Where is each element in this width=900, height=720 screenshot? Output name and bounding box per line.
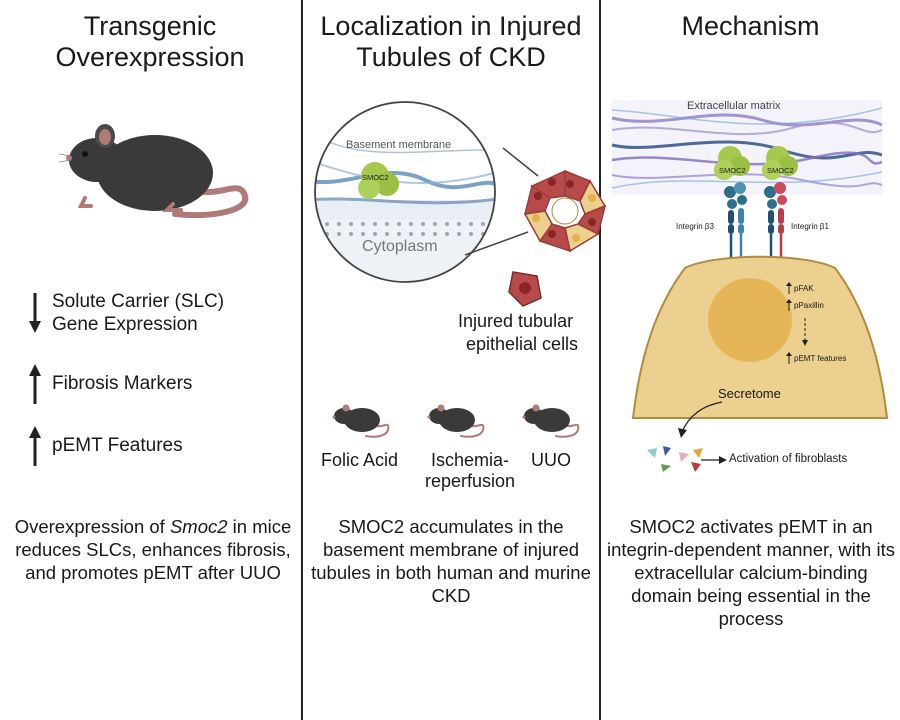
- smoc2-protein-icon: [714, 146, 798, 180]
- signal-pfak-label: pFAK: [794, 283, 814, 293]
- arrow-up-icon: [29, 364, 41, 404]
- signal-pemt: pEMT features: [786, 352, 846, 364]
- dashed-arrow-icon: [802, 318, 808, 346]
- effect-slc: Solute Carrier (SLC) Gene Expression: [28, 290, 224, 336]
- smoc2-label-zoom: SMOC2: [362, 173, 389, 182]
- column2-title-line1: Localization in Injured: [320, 11, 582, 41]
- effect-pemt: pEMT Features: [28, 426, 183, 466]
- secretome-label: Secretome: [718, 386, 781, 401]
- caption-pre: Overexpression of: [14, 516, 170, 537]
- column2-caption: SMOC2 accumulates in the basement membra…: [311, 516, 591, 606]
- arrow-up-icon: [786, 282, 792, 294]
- column1-title-line1: Transgenic: [83, 11, 217, 41]
- column-divider-right: [599, 0, 601, 720]
- signal-ppaxillin-label: pPaxillin: [794, 300, 824, 310]
- column3-caption: SMOC2 activates pEMT in an integrin-depe…: [607, 516, 895, 629]
- mouse-illustration: [58, 124, 249, 219]
- secreted-factors-icon: [647, 446, 703, 472]
- model-ischemia-line1: Ischemia-: [430, 450, 510, 470]
- model-folic-acid: Folic Acid: [321, 450, 399, 470]
- extracellular-matrix: [611, 100, 883, 195]
- tubule-cross-section: [523, 169, 607, 253]
- cell-illustration: [631, 255, 889, 419]
- injured-cell-icon: [508, 271, 542, 307]
- arrow-down-icon: [29, 293, 41, 333]
- arrow-up-icon: [29, 426, 41, 466]
- caption-post: in mice reduces SLCs, enhances fibrosis,…: [15, 516, 292, 583]
- arrow-up-icon: [786, 352, 792, 364]
- effect-slc-line2: Gene Expression: [52, 314, 198, 335]
- nucleus-icon: [708, 278, 792, 362]
- integrin-beta1-label: Integrin β1: [791, 222, 829, 231]
- mouse-small-icon-ischemia: [427, 404, 485, 438]
- column2-title: Localization in Injured Tubules of CKD: [303, 11, 599, 73]
- mouse-small-icon-folic: [332, 404, 390, 438]
- effect-fibrosis-label: Fibrosis Markers: [52, 373, 193, 394]
- smoc2-protein-icon: [358, 162, 399, 199]
- effect-slc-line1: Solute Carrier (SLC): [52, 291, 225, 312]
- integrin-beta3-label: Integrin β3: [676, 222, 714, 231]
- secretome-arrow-icon: [678, 401, 723, 438]
- ecm-label: Extracellular matrix: [687, 100, 781, 112]
- effect-pemt-label: pEMT Features: [52, 435, 183, 456]
- basement-membrane-zoom: [314, 101, 496, 283]
- injured-cells-label-line2: epithelial cells: [466, 334, 579, 354]
- signal-pemt-label: pEMT features: [794, 353, 847, 363]
- smoc2-label-right: SMOC2: [767, 166, 794, 175]
- injured-cells-label: Injured tubular epithelial cells: [458, 310, 578, 356]
- smoc2-label-left: SMOC2: [719, 166, 746, 175]
- model-ischemia-line2: reperfusion: [424, 471, 516, 491]
- model-uuo: UUO: [531, 450, 571, 470]
- activation-arrow-icon: [701, 456, 727, 464]
- arrow-up-icon: [786, 299, 792, 311]
- basement-membrane-label: Basement membrane: [346, 139, 452, 151]
- caption-gene: Smoc2: [169, 516, 228, 537]
- model-ischemia: Ischemia- reperfusion: [415, 450, 525, 492]
- column1-title: Transgenic Overexpression: [0, 11, 300, 73]
- column2-title-line2: Tubules of CKD: [356, 42, 546, 72]
- column3-title: Mechanism: [681, 11, 820, 41]
- effect-fibrosis: Fibrosis Markers: [28, 364, 192, 404]
- signal-pfak: pFAK: [786, 282, 814, 294]
- injured-cells-label-line1: Injured tubular: [458, 311, 574, 331]
- mouse-small-icon-uuo: [522, 404, 580, 438]
- column1-title-line2: Overexpression: [55, 42, 245, 72]
- signal-ppaxillin: pPaxillin: [786, 299, 824, 311]
- column-divider-left: [301, 0, 303, 720]
- cytoplasm-label: Cytoplasm: [362, 238, 438, 255]
- activation-label: Activation of fibroblasts: [729, 453, 848, 465]
- column1-caption: Overexpression of Smoc2 in mice reduces …: [8, 515, 298, 584]
